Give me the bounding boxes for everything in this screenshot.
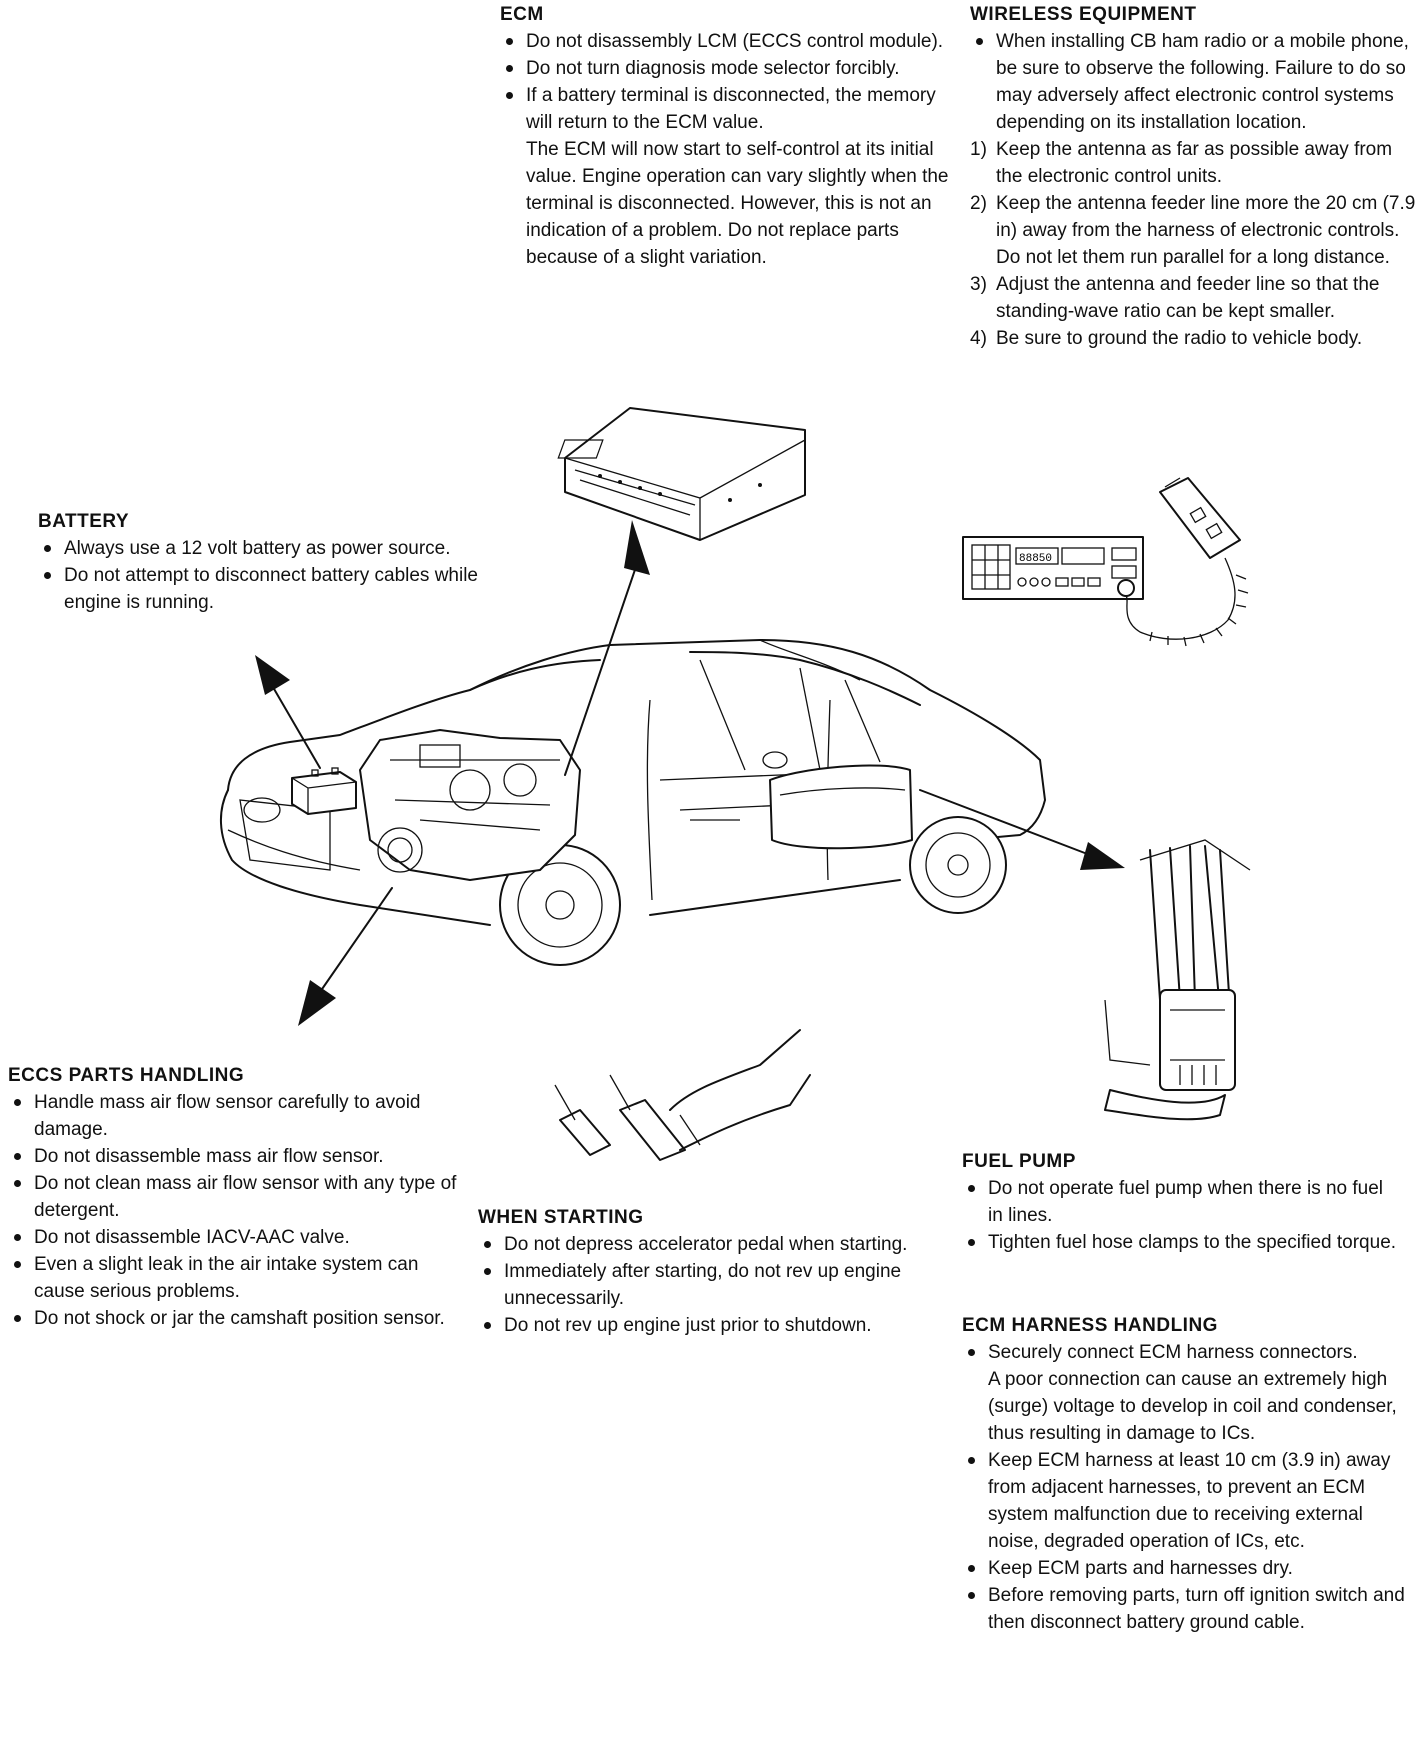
starting-heading: WHEN STARTING — [478, 1207, 644, 1228]
step-number: 2) — [970, 193, 987, 214]
list-item: Do not disassemble mass air flow sensor. — [8, 1143, 458, 1170]
list-item-note: The ECM will now start to self-control a… — [526, 139, 949, 268]
list-item: Securely connect ECM harness connectors.… — [962, 1339, 1412, 1447]
microphone-illustration — [1125, 477, 1249, 647]
fuel-pump-section: FUEL PUMP Do not operate fuel pump when … — [962, 1148, 1402, 1256]
step-note: Do not let them run parallel for a long … — [996, 247, 1390, 268]
list-item: Do not disassemble IACV-AAC valve. — [8, 1224, 458, 1251]
list-item: Keep ECM harness at least 10 cm (3.9 in)… — [962, 1447, 1412, 1555]
wireless-section: WIRELESS EQUIPMENT When installing CB ha… — [970, 1, 1422, 352]
list-item-note: A poor connection can cause an extremely… — [988, 1369, 1397, 1444]
ecm-harness-list: Securely connect ECM harness connectors.… — [962, 1339, 1412, 1636]
list-item: Do not disassembly LCM (ECCS control mod… — [500, 28, 950, 55]
step-number: 1) — [970, 139, 987, 160]
step-number: 4) — [970, 328, 987, 349]
ecm-section: ECM Do not disassembly LCM (ECCS control… — [500, 1, 950, 271]
list-item: 1) Keep the antenna as far as possible a… — [970, 136, 1422, 190]
list-item: Handle mass air flow sensor carefully to… — [8, 1089, 458, 1143]
list-item: Do not clean mass air flow sensor with a… — [8, 1170, 458, 1224]
battery-section: BATTERY Always use a 12 volt battery as … — [38, 508, 478, 616]
list-item: Keep ECM parts and harnesses dry. — [962, 1555, 1412, 1582]
arrow-to-eccs — [298, 887, 393, 1026]
list-item: Do not shock or jar the camshaft positio… — [8, 1305, 458, 1332]
list-item: When installing CB ham radio or a mobile… — [970, 28, 1422, 136]
step-text: Keep the antenna feeder line more the 20… — [996, 193, 1416, 241]
ecm-harness-section: ECM HARNESS HANDLING Securely connect EC… — [962, 1312, 1412, 1636]
arrow-to-fuel-pump — [919, 789, 1125, 870]
fuel-pump-list: Do not operate fuel pump when there is n… — [962, 1175, 1402, 1256]
ecm-harness-heading: ECM HARNESS HANDLING — [962, 1315, 1218, 1336]
battery-illustration — [291, 767, 357, 815]
list-item: Before removing parts, turn off ignition… — [962, 1582, 1412, 1636]
eccs-heading: ECCS PARTS HANDLING — [8, 1065, 245, 1086]
fuel-tank-illustration — [762, 751, 913, 850]
ecm-list: Do not disassembly LCM (ECCS control mod… — [500, 28, 950, 271]
list-item: 4) Be sure to ground the radio to vehicl… — [970, 325, 1422, 352]
battery-heading: BATTERY — [38, 511, 130, 532]
arrow-to-battery — [255, 655, 321, 769]
engine-illustration — [359, 729, 581, 881]
step-text: Be sure to ground the radio to vehicle b… — [996, 328, 1363, 349]
list-item: Immediately after starting, do not rev u… — [478, 1258, 928, 1312]
step-text: Adjust the antenna and feeder line so th… — [996, 274, 1380, 322]
list-item: Always use a 12 volt battery as power so… — [38, 535, 478, 562]
list-item: Even a slight leak in the air intake sys… — [8, 1251, 458, 1305]
eccs-list: Handle mass air flow sensor carefully to… — [8, 1089, 458, 1332]
step-number: 3) — [970, 274, 987, 295]
step-text: Keep the antenna as far as possible away… — [996, 139, 1393, 187]
arrow-to-ecm — [564, 520, 650, 776]
list-item: 2) Keep the antenna feeder line more the… — [970, 190, 1422, 271]
list-item: Do not turn diagnosis mode selector forc… — [500, 55, 950, 82]
list-item: Do not rev up engine just prior to shutd… — [478, 1312, 928, 1339]
list-item: If a battery terminal is disconnected, t… — [500, 82, 950, 271]
fuel-pump-illustration — [1104, 839, 1251, 1121]
wireless-steps: 1) Keep the antenna as far as possible a… — [970, 136, 1422, 352]
wireless-intro-list: When installing CB ham radio or a mobile… — [970, 28, 1422, 136]
wireless-heading: WIRELESS EQUIPMENT — [970, 4, 1197, 25]
list-item: Do not attempt to disconnect battery cab… — [38, 562, 478, 616]
pedal-illustration — [554, 1029, 811, 1161]
ecm-heading: ECM — [500, 4, 544, 25]
radio-display-text: 88850 — [1019, 553, 1052, 565]
list-item: Tighten fuel hose clamps to the specifie… — [962, 1229, 1402, 1256]
starting-section: WHEN STARTING Do not depress accelerator… — [478, 1204, 928, 1339]
fuel-pump-heading: FUEL PUMP — [962, 1151, 1076, 1172]
eccs-section: ECCS PARTS HANDLING Handle mass air flow… — [8, 1062, 458, 1332]
starting-list: Do not depress accelerator pedal when st… — [478, 1231, 928, 1339]
list-item: 3) Adjust the antenna and feeder line so… — [970, 271, 1422, 325]
rear-wheel — [909, 816, 1007, 914]
list-item: Do not depress accelerator pedal when st… — [478, 1231, 928, 1258]
list-item-text: If a battery terminal is disconnected, t… — [526, 85, 936, 133]
ecm-unit-illustration — [557, 407, 806, 541]
list-item-text: Securely connect ECM harness connectors. — [988, 1342, 1358, 1363]
list-item: Do not operate fuel pump when there is n… — [962, 1175, 1402, 1229]
battery-list: Always use a 12 volt battery as power so… — [38, 535, 478, 616]
cb-radio-illustration: 88850 — [962, 536, 1144, 600]
